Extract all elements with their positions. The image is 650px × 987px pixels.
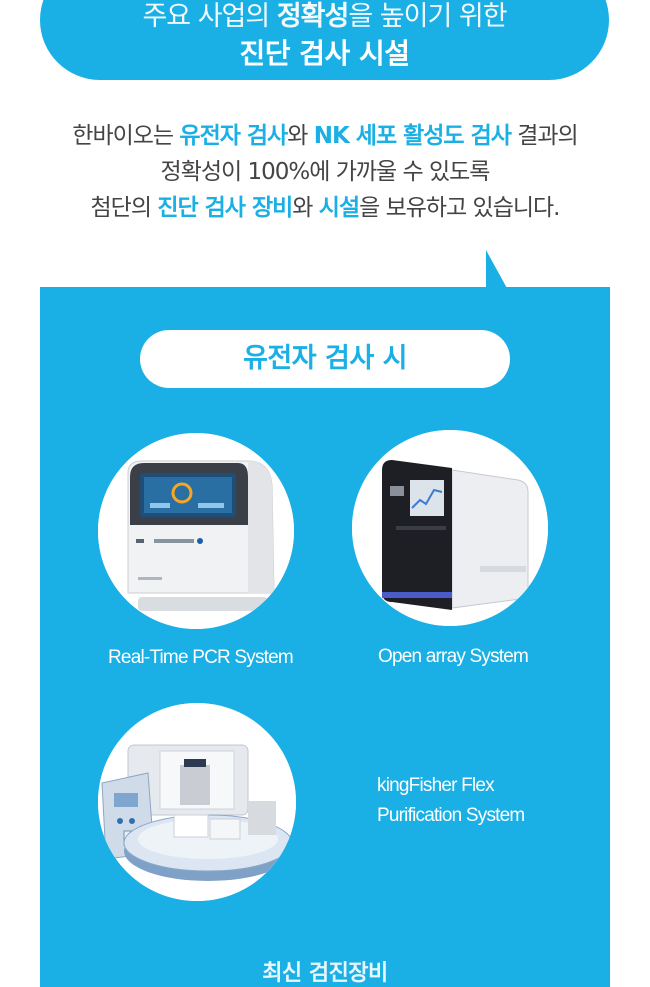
- intro-line-2: 정확성이 100%에 가까울 수 있도록: [160, 159, 491, 185]
- bubble-tail: [486, 250, 508, 290]
- realtime-pcr-machine-icon: [98, 433, 294, 629]
- kingfisher-caption-line-1: kingFisher Flex: [377, 775, 495, 796]
- kingfisher-caption-line-2: Purification System: [377, 805, 525, 826]
- realtime-pcr-image: [98, 433, 294, 629]
- highlight-nk-test: NK 세포 활성도 검사: [313, 123, 512, 149]
- header-banner: 주요 사업의 정확성을 높이기 위한 진단 검사 시설: [40, 0, 609, 80]
- intro-paragraph: 한바이오는 유전자 검사와 NK 세포 활성도 검사 결과의 정확성이 100%…: [0, 118, 650, 226]
- realtime-pcr-caption: Real-Time PCR System: [108, 647, 294, 668]
- equipment-panel: 유전자 검사 시 Real-Time PCR System: [40, 287, 610, 987]
- next-section-title: 최신 검진장비: [262, 961, 388, 986]
- intro-line-1: 한바이오는 유전자 검사와 NK 세포 활성도 검사 결과의: [72, 123, 578, 149]
- header-line-1: 주요 사업의 정확성을 높이기 위한: [142, 1, 507, 32]
- intro-line-3: 첨단의 진단 검사 장비와 시설을 보유하고 있습니다.: [90, 195, 561, 221]
- openarray-caption: Open array System: [378, 646, 529, 667]
- header-emphasis: 정확성: [276, 1, 350, 32]
- highlight-facility: 시설: [318, 195, 360, 221]
- header-title: 진단 검사 시설: [239, 37, 410, 70]
- kingfisher-machine-icon: [98, 703, 296, 901]
- highlight-genetic-test: 유전자 검사: [179, 123, 288, 149]
- kingfisher-image: [98, 703, 296, 901]
- openarray-machine-icon: [352, 430, 548, 626]
- section-title: 유전자 검사 시: [140, 330, 510, 388]
- openarray-image: [352, 430, 548, 626]
- kingfisher-caption: kingFisher Flex Purification System: [377, 771, 525, 831]
- highlight-equipment: 진단 검사 장비: [157, 195, 293, 221]
